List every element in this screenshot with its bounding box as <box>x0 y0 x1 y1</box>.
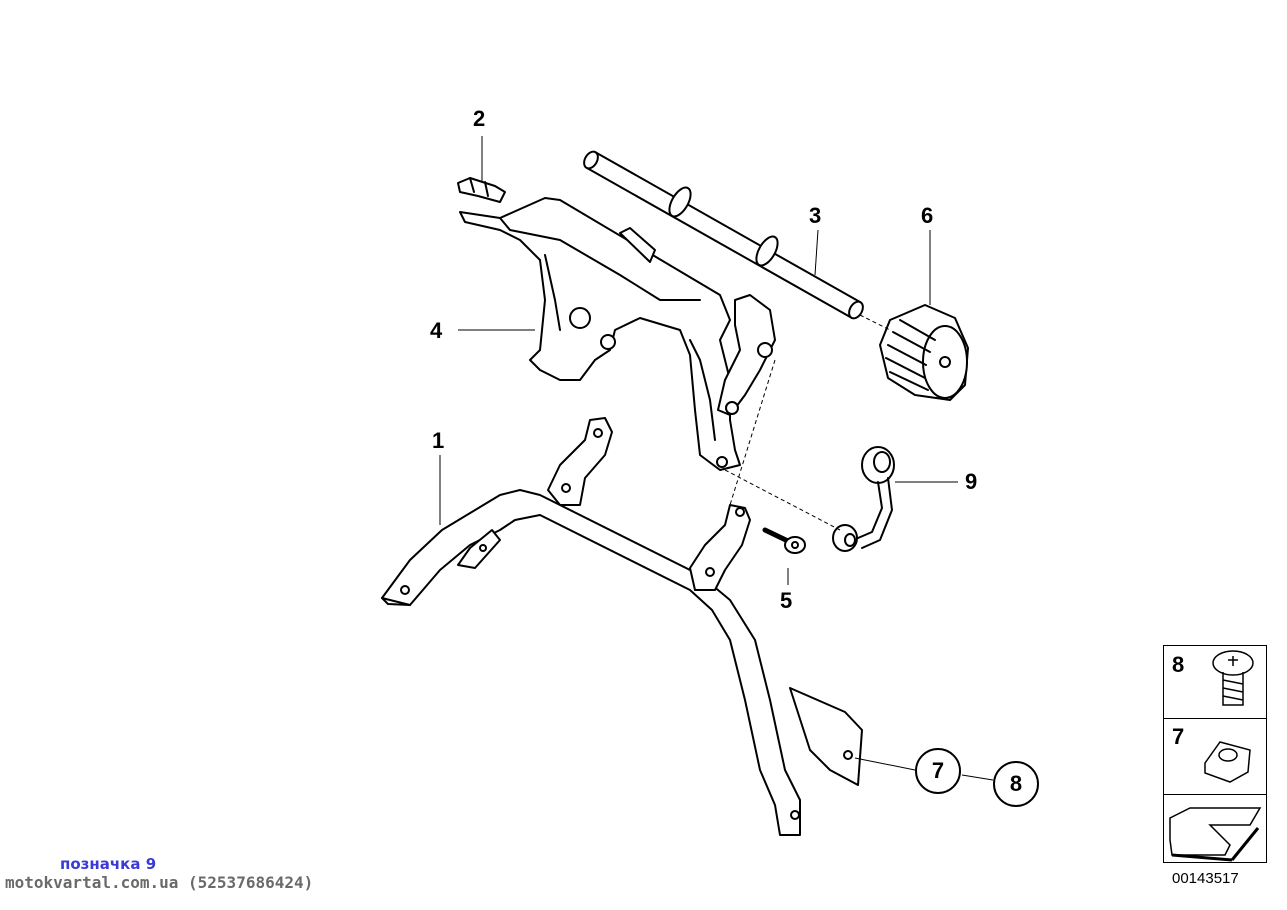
part-5-bolt <box>762 527 806 554</box>
callout-4: 4 <box>430 318 443 343</box>
circle-callout-7: 7 <box>915 748 961 794</box>
callout-6: 6 <box>921 203 934 228</box>
part-6-ribbed-bushing <box>879 304 969 401</box>
part-4-lever-bracket <box>459 197 776 471</box>
callout-9: 9 <box>965 469 978 494</box>
part-1-frame-bracket <box>381 417 863 836</box>
legend-cell-8: 8 <box>1164 646 1266 719</box>
legend-icons <box>1169 650 1262 862</box>
clip-nut-icon <box>1204 741 1251 783</box>
watermark-site: motokvartal.com.ua (52537686424) <box>5 873 314 892</box>
arrow-icon <box>1169 807 1262 856</box>
legend-cell-7: 7 <box>1164 718 1266 795</box>
parts-legend-box: 8 7 <box>1163 645 1267 863</box>
part-2-clip <box>457 177 506 203</box>
callout-2: 2 <box>473 106 486 131</box>
part-3-rod <box>583 150 864 320</box>
part-9-link-rod <box>832 446 895 552</box>
document-number: 00143517 <box>1172 870 1239 887</box>
circle-callout-8: 8 <box>993 761 1039 807</box>
legend-number-8: 8 <box>1172 652 1185 677</box>
callout-1: 1 <box>432 428 445 453</box>
callout-3: 3 <box>809 203 822 228</box>
callout-5: 5 <box>780 588 793 613</box>
watermark-title: позначка 9 <box>60 855 157 873</box>
legend-number-7: 7 <box>1172 724 1185 749</box>
